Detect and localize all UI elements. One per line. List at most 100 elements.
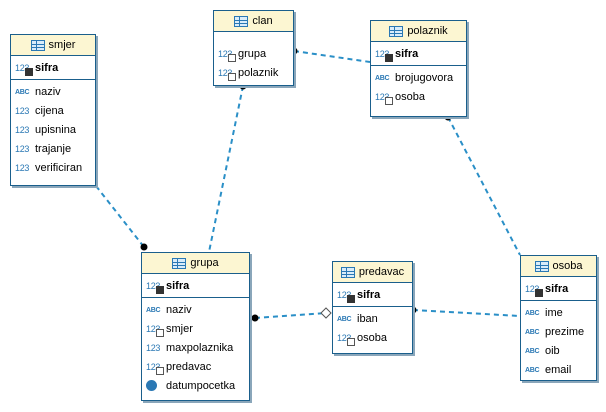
column-name: osoba [357, 331, 387, 344]
entity-clan[interactable]: clan grupa polaznik [213, 10, 294, 86]
pk-badge-icon [25, 67, 33, 76]
text-type-icon [525, 327, 541, 336]
primary-key-icon [15, 63, 33, 76]
column-row[interactable]: verificiran [11, 158, 95, 177]
foreign-key-icon [218, 49, 236, 62]
primary-key-icon [525, 284, 543, 297]
rel-grupa-smjer[interactable] [95, 185, 145, 248]
column-name: upisnina [35, 123, 76, 136]
rel-end-dot [251, 314, 259, 322]
column-row[interactable]: email [521, 360, 596, 379]
fk-badge-icon [385, 96, 393, 105]
column-row[interactable]: datumpocetka [142, 376, 249, 395]
entity-header: predavac [333, 262, 412, 283]
column-row[interactable]: predavac [142, 357, 249, 376]
column-name: prezime [545, 325, 585, 338]
column-name: maxpolaznika [166, 341, 234, 354]
fk-badge-icon [228, 53, 236, 62]
pk-section: sifra [333, 283, 412, 306]
fk-badge-icon [156, 366, 164, 375]
column-name: cijena [35, 104, 64, 117]
entity-grupa[interactable]: grupa sifra naziv smjer maxpolaznika predav… [141, 252, 250, 401]
foreign-key-icon [337, 333, 355, 346]
column-row[interactable]: oib [521, 341, 596, 360]
pk-column-row[interactable]: sifra [142, 276, 249, 295]
foreign-key-icon [146, 362, 164, 375]
column-section: naziv smjer maxpolaznika predavac datumpocet… [142, 297, 249, 397]
pk-column-row[interactable]: sifra [521, 279, 596, 298]
entity-title: polaznik [407, 25, 448, 37]
entity-osoba[interactable]: osoba sifra ime prezime oib email [520, 255, 597, 381]
primary-key-icon [375, 49, 393, 62]
column-row[interactable]: grupa [214, 44, 293, 63]
column-name: polaznik [238, 66, 279, 79]
column-name: osoba [395, 90, 425, 103]
column-section: iban osoba [333, 306, 412, 349]
numeric-type-icon [15, 163, 31, 173]
column-row[interactable]: brojugovora [371, 68, 466, 87]
entity-header: smjer [11, 35, 95, 56]
rel-end-diamond [320, 307, 332, 319]
entity-title: smjer [48, 39, 76, 51]
column-row[interactable]: upisnina [11, 120, 95, 139]
numeric-type-icon [146, 343, 162, 353]
column-row[interactable]: naziv [11, 82, 95, 101]
text-type-icon [525, 308, 541, 317]
primary-key-icon [146, 281, 164, 294]
column-section: grupa polaznik [214, 32, 293, 84]
table-icon [340, 266, 355, 278]
text-type-icon [337, 314, 353, 323]
column-name: predavac [166, 360, 212, 373]
column-row[interactable]: prezime [521, 322, 596, 341]
rel-predavac-osoba[interactable] [412, 309, 521, 317]
numeric-type-icon [15, 144, 31, 154]
entity-smjer[interactable]: smjer sifra naziv cijena upisnina trajanje v… [10, 34, 96, 186]
pk-column-row[interactable]: sifra [371, 44, 466, 63]
column-row[interactable]: ime [521, 303, 596, 322]
column-row[interactable]: naziv [142, 300, 249, 319]
table-icon [234, 15, 249, 27]
column-name: datumpocetka [166, 379, 236, 392]
entity-predavac[interactable]: predavac sifra iban osoba [332, 261, 413, 354]
column-row[interactable]: osoba [371, 87, 466, 106]
column-name: smjer [166, 322, 193, 335]
rel-clan-polaznik[interactable] [293, 50, 371, 63]
column-row[interactable]: polaznik [214, 63, 293, 82]
column-row[interactable]: trajanje [11, 139, 95, 158]
column-row[interactable]: smjer [142, 319, 249, 338]
column-name: email [545, 363, 572, 376]
column-name: sifra [357, 288, 381, 301]
entity-header: osoba [521, 256, 596, 277]
pk-badge-icon [156, 285, 164, 294]
column-name: grupa [238, 47, 267, 60]
pk-section: sifra [142, 274, 249, 297]
entity-header: grupa [142, 253, 249, 274]
rel-grupa-predavac[interactable] [254, 312, 327, 319]
pk-section: sifra [371, 42, 466, 65]
text-type-icon [375, 73, 391, 82]
column-row[interactable]: iban [333, 309, 412, 328]
foreign-key-icon [146, 324, 164, 337]
column-row[interactable]: cijena [11, 101, 95, 120]
column-row[interactable]: maxpolaznika [142, 338, 249, 357]
entity-header: clan [214, 11, 293, 32]
text-type-icon [525, 346, 541, 355]
pk-column-row[interactable]: sifra [333, 285, 412, 304]
table-icon [172, 257, 187, 269]
column-section: ime prezime oib email [521, 300, 596, 381]
column-name: sifra [35, 61, 59, 74]
entity-header: polaznik [371, 21, 466, 42]
pk-section: sifra [11, 56, 95, 79]
entity-polaznik[interactable]: polaznik sifra brojugovora osoba [370, 20, 467, 117]
pk-column-row[interactable]: sifra [11, 58, 95, 77]
column-name: naziv [35, 85, 61, 98]
rel-clan-grupa[interactable] [208, 85, 244, 253]
text-type-icon [15, 87, 31, 96]
pk-badge-icon [535, 288, 543, 297]
rel-polaznik-osoba[interactable] [447, 116, 521, 256]
column-name: trajanje [35, 142, 72, 155]
column-row[interactable]: osoba [333, 328, 412, 347]
column-section: naziv cijena upisnina trajanje verificiran [11, 79, 95, 179]
entity-title: osoba [552, 260, 583, 272]
